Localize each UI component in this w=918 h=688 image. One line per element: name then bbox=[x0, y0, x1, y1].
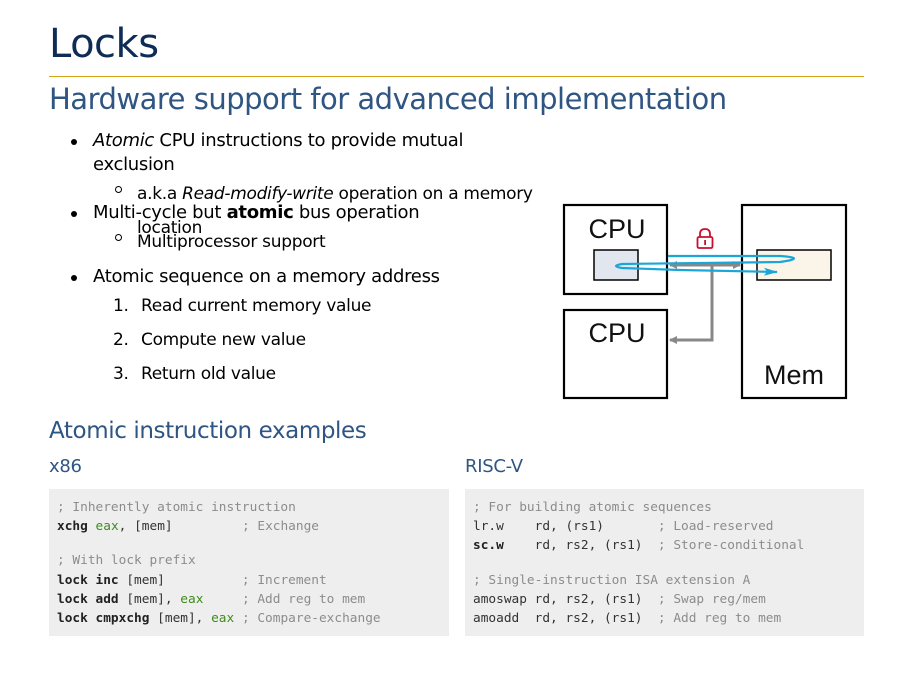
slide-subtitle: Hardware support for advanced implementa… bbox=[49, 82, 727, 116]
code-register: eax bbox=[180, 591, 204, 607]
code-line: lock add [mem], eax ; Add reg to mem bbox=[57, 590, 449, 609]
code-comment: ; Single-instruction ISA extension A bbox=[473, 572, 751, 588]
memory-cell bbox=[756, 249, 832, 281]
code-comment: ; Exchange bbox=[241, 519, 319, 535]
memory-box bbox=[740, 203, 848, 400]
bus-arrow-blocked bbox=[669, 265, 714, 344]
code-comment: ; Add reg to mem bbox=[657, 610, 782, 626]
code-line: ; Inherently atomic instruction bbox=[57, 498, 449, 517]
step-text: Read current memory value bbox=[141, 296, 372, 316]
text-run: atomic bbox=[226, 202, 294, 223]
title-divider bbox=[49, 76, 864, 77]
text-run: bus operation bbox=[293, 202, 420, 223]
slide-title: Locks bbox=[49, 21, 159, 67]
code-text: lr.w rd, (rs1) bbox=[473, 519, 658, 535]
sub-list: Multiprocessor support bbox=[93, 225, 549, 259]
code-comment: ; For building atomic sequences bbox=[473, 500, 712, 515]
examples-heading: Atomic instruction examples bbox=[49, 418, 367, 444]
code-spacer bbox=[57, 536, 449, 551]
cpu-bottom-label: CPU bbox=[588, 318, 645, 348]
code-comment: ; Store-conditional bbox=[657, 538, 805, 554]
hollow-bullet-icon bbox=[115, 234, 122, 241]
code-text bbox=[203, 592, 242, 607]
text-run: CPU instructions to provide mutual exclu… bbox=[93, 130, 464, 175]
code-keyword: lock inc bbox=[57, 572, 119, 588]
code-line: ; Single-instruction ISA extension A bbox=[473, 571, 864, 590]
step-number: 3. bbox=[113, 364, 129, 384]
padlock-icon bbox=[696, 228, 714, 249]
bullet-dot-icon bbox=[71, 275, 77, 281]
code-text: , [mem] bbox=[118, 519, 242, 535]
code-comment: ; Swap reg/mem bbox=[657, 591, 766, 607]
text-run: operation on a memory location bbox=[137, 184, 533, 238]
code-text: [mem], bbox=[118, 591, 181, 607]
code-line: ; With lock prefix bbox=[57, 551, 449, 570]
code-line: lock inc [mem] ; Increment bbox=[57, 571, 449, 590]
riscv-heading: RISC-V bbox=[465, 456, 523, 477]
code-comment: ; Add reg to mem bbox=[241, 591, 366, 607]
code-line: amoadd rd, rs2, (rs1) ; Add reg to mem bbox=[473, 609, 864, 628]
code-keyword: sc.w bbox=[473, 538, 504, 554]
code-comment: ; Load-reserved bbox=[657, 519, 774, 535]
x86-heading: x86 bbox=[49, 456, 82, 477]
bullet-dot-icon bbox=[71, 211, 77, 217]
cpu-register bbox=[593, 249, 639, 281]
sub-bullet-item: a.k.a Read-modify-write operation on a m… bbox=[93, 177, 549, 245]
text-run: Multiprocessor support bbox=[137, 232, 326, 252]
memory-label: Mem bbox=[764, 360, 824, 390]
code-comment: ; Compare-exchange bbox=[241, 610, 381, 626]
code-register: eax bbox=[95, 519, 119, 535]
sub-bullet-item: Multiprocessor support bbox=[93, 225, 549, 259]
code-keyword: xchg bbox=[57, 519, 88, 535]
code-text: amoswap rd, rs2, (rs1) bbox=[473, 591, 658, 607]
bullet-dot-icon bbox=[71, 139, 77, 145]
code-line: lr.w rd, (rs1) ; Load-reserved bbox=[473, 517, 864, 536]
code-register: eax bbox=[211, 610, 235, 626]
rmw-cycle-arrow bbox=[614, 254, 796, 276]
code-text: rd, rs2, (rs1) bbox=[503, 538, 658, 554]
bullet-list-top: Atomic CPU instructions to provide mutua… bbox=[49, 129, 549, 245]
numbered-step: 1. Read current memory value bbox=[93, 289, 549, 323]
code-line: lock cmpxchg [mem], eax ; Compare-exchan… bbox=[57, 609, 449, 628]
code-text: [mem], bbox=[149, 610, 212, 626]
cpu-top-label: CPU bbox=[588, 214, 645, 244]
numbered-step: 3. Return old value bbox=[93, 357, 549, 391]
hollow-bullet-icon bbox=[115, 186, 122, 193]
numbered-step: 2. Compute new value bbox=[93, 323, 549, 357]
text-run: Atomic bbox=[93, 130, 155, 151]
x86-code-block: ; Inherently atomic instruction xchg eax,… bbox=[49, 489, 449, 636]
bullet-item: Atomic CPU instructions to provide mutua… bbox=[49, 129, 549, 245]
code-text bbox=[234, 611, 242, 626]
sub-list: a.k.a Read-modify-write operation on a m… bbox=[93, 177, 549, 245]
code-keyword: lock cmpxchg bbox=[57, 610, 150, 626]
text-run: Read-modify-write bbox=[182, 184, 334, 204]
code-comment: ; Increment bbox=[241, 572, 327, 588]
step-text: Compute new value bbox=[141, 330, 306, 350]
code-spacer bbox=[473, 556, 864, 571]
text-run: Atomic sequence on a memory address bbox=[93, 266, 440, 287]
step-number: 1. bbox=[113, 296, 129, 316]
code-text: amoadd rd, rs2, (rs1) bbox=[473, 610, 658, 626]
cpu-bottom-box bbox=[562, 308, 669, 400]
text-run: a.k.a bbox=[137, 184, 183, 204]
step-text: Return old value bbox=[141, 364, 276, 384]
code-line: ; For building atomic sequences bbox=[473, 498, 864, 517]
riscv-code-block: ; For building atomic sequences lr.w rd, … bbox=[465, 489, 864, 636]
text-run: Multi-cycle but bbox=[93, 202, 227, 223]
step-number: 2. bbox=[113, 330, 129, 350]
code-keyword: lock add bbox=[57, 591, 119, 607]
code-comment: ; Inherently atomic instruction bbox=[57, 500, 296, 515]
code-comment: ; With lock prefix bbox=[57, 553, 196, 569]
code-line: sc.w rd, rs2, (rs1) ; Store-conditional bbox=[473, 536, 864, 555]
code-text bbox=[88, 519, 96, 534]
code-line: amoswap rd, rs2, (rs1) ; Swap reg/mem bbox=[473, 590, 864, 609]
code-line: xchg eax, [mem] ; Exchange bbox=[57, 517, 449, 536]
code-text: [mem] bbox=[118, 572, 242, 588]
